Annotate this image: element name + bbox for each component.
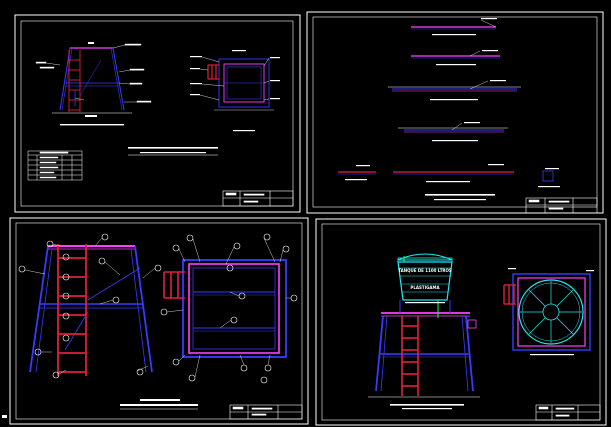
title-blocks	[222, 190, 601, 421]
sheet1-plan-view	[190, 50, 280, 132]
sheet-inner-frames	[15, 16, 601, 421]
title-block-top-right	[525, 197, 598, 214]
sheet3-elevation-view	[18, 233, 198, 410]
sheet4-tank-plan	[503, 268, 594, 356]
sheet-top-left	[14, 14, 301, 213]
sheet1-materials-table	[27, 150, 83, 181]
sheet4-tank-elevation: TANQUE DE 1100 LTROS PLASTIGAMA	[368, 253, 480, 410]
section-1	[411, 18, 497, 36]
section-4	[398, 122, 508, 142]
sheet-bottom-right	[315, 218, 607, 426]
section-5	[338, 164, 560, 188]
title-block-top-left	[222, 190, 294, 207]
tank-label-line2: PLASTIGAMA	[410, 285, 440, 290]
sheet4-ladder	[401, 316, 419, 396]
sheet1-ladder	[68, 50, 81, 112]
sheet-top-right	[306, 11, 604, 214]
sheet1-elevation-view	[27, 42, 280, 181]
tank-label-line1: TANQUE DE 1100 LTROS	[398, 268, 452, 273]
sheet-bottom-left	[9, 217, 309, 425]
title-block-bottom-right	[535, 404, 601, 421]
sheet-frames	[9, 11, 607, 426]
title-block-bottom-left	[229, 404, 303, 420]
section-2	[411, 50, 500, 66]
sheet3-ladder	[57, 244, 87, 376]
sheet2-sections	[338, 18, 560, 201]
sheet3-plan-view	[160, 233, 298, 384]
section-3	[388, 80, 521, 101]
